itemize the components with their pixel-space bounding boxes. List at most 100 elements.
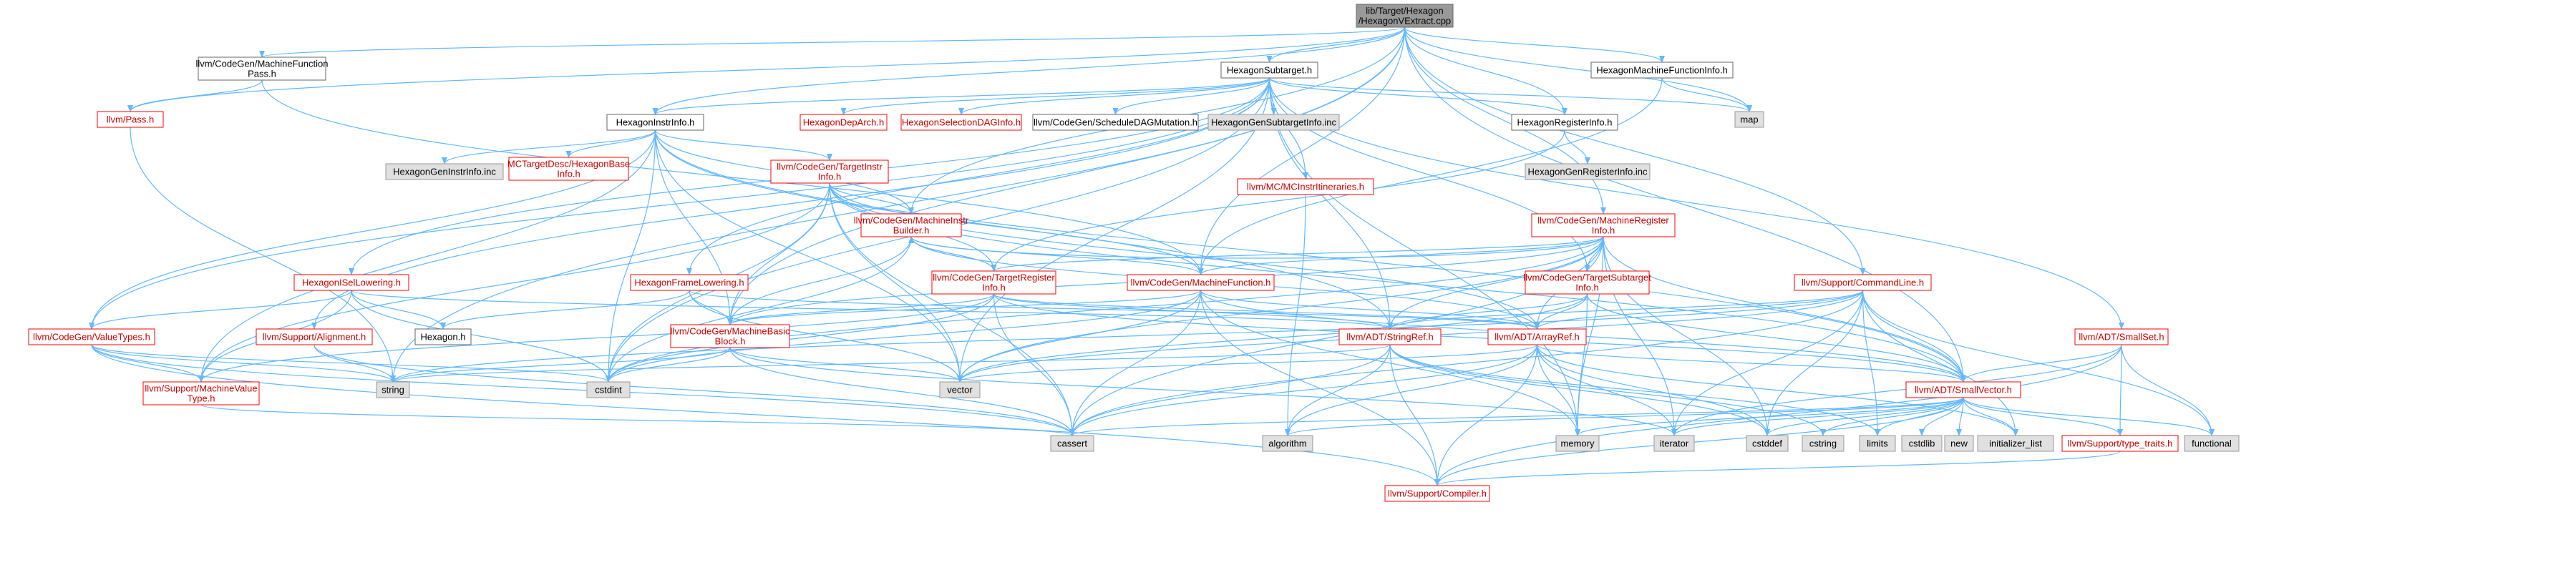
- node-label-mri-1: Info.h: [1592, 225, 1615, 235]
- node-mf[interactable]: llvm/CodeGen/MachineFunction.h: [1127, 274, 1275, 291]
- node-label-functional-0: functional: [2192, 438, 2232, 448]
- node-framelow[interactable]: HexagonFrameLowering.h: [630, 274, 749, 291]
- node-smallset[interactable]: llvm/ADT/SmallSet.h: [2074, 328, 2169, 345]
- node-typetraits[interactable]: llvm/Support/type_traits.h: [2061, 435, 2179, 452]
- node-box-cstring: [1802, 435, 1844, 452]
- edge-reginfo-to-genreg: [1564, 129, 1590, 164]
- node-hexagonh[interactable]: Hexagon.h: [414, 328, 472, 345]
- edge-root-to-instrinfo: [652, 26, 1406, 115]
- edge-smallvector-to-compiler: [1434, 397, 1964, 486]
- edge-cmdline-to-arrayref: [1534, 290, 1864, 330]
- edge-subtarget-to-schedmut: [1112, 77, 1270, 115]
- node-root[interactable]: lib/Target/Hexagon/HexagonVExtract.cpp: [1356, 4, 1454, 28]
- edge-instrinfo-to-geninstr: [442, 129, 656, 164]
- node-box-vector: [939, 381, 981, 398]
- node-label-gensub-0: HexagonGenSubtargetInfo.inc: [1211, 117, 1336, 127]
- edge-mf-to-memory: [1200, 290, 1580, 436]
- node-seldag[interactable]: HexagonSelectionDAGInfo.h: [900, 114, 1022, 131]
- edge-instrinfo-to-tii: [654, 129, 832, 161]
- node-box-new: [1944, 435, 1974, 452]
- node-label-valuetypes-0: llvm/CodeGen/ValueTypes.h: [33, 331, 150, 342]
- node-schedmut[interactable]: llvm/CodeGen/ScheduleDAGMutation.h: [1032, 114, 1199, 131]
- edge-smallvector-to-cstddef: [1764, 397, 1964, 436]
- node-compiler[interactable]: llvm/Support/Compiler.h: [1384, 485, 1490, 502]
- edge-pass-to-string: [130, 127, 396, 383]
- edge-mf-to-arrayref: [1200, 290, 1540, 330]
- node-box-hexagonh: [414, 328, 472, 345]
- node-box-typetraits: [2061, 435, 2179, 452]
- node-cmdline[interactable]: llvm/Support/CommandLine.h: [1794, 274, 1932, 291]
- node-label-cstdint-0: cstdint: [595, 384, 622, 395]
- node-label-subtarget-0: HexagonSubtarget.h: [1227, 64, 1312, 75]
- node-label-alignment-0: llvm/Support/Alignment.h: [263, 331, 366, 342]
- edge-stringref-to-cassert: [1069, 344, 1391, 436]
- node-box-functional: [2184, 435, 2240, 452]
- edge-mib-to-cstdint: [606, 236, 912, 383]
- node-initlist: initializer_list: [1977, 435, 2054, 452]
- node-label-deparch-0: HexagonDepArch.h: [803, 117, 884, 127]
- edge-mvt-to-cassert: [200, 404, 1075, 436]
- node-label-tii-0: llvm/CodeGen/TargetInstr: [777, 161, 883, 172]
- edge-root-to-pass: [127, 26, 1406, 112]
- node-pass[interactable]: llvm/Pass.h: [97, 111, 164, 128]
- node-stringref[interactable]: llvm/ADT/StringRef.h: [1338, 328, 1442, 345]
- node-label-iseloweringg-0: HexagonISelLowering.h: [302, 277, 401, 288]
- node-reginfo[interactable]: HexagonRegisterInfo.h: [1511, 114, 1618, 131]
- node-label-mib-1: Builder.h: [893, 225, 930, 235]
- node-label-vector-0: vector: [947, 384, 973, 395]
- node-label-tii-1: Info.h: [818, 171, 842, 182]
- node-box-iseloweringg: [293, 274, 409, 291]
- node-valuetypes[interactable]: llvm/CodeGen/ValueTypes.h: [28, 328, 155, 345]
- edge-root-to-mf: [1197, 26, 1406, 275]
- node-box-gensub: [1207, 114, 1340, 131]
- node-label-memory-0: memory: [1561, 438, 1595, 448]
- node-mcitin[interactable]: llvm/MC/MCInstrItineraries.h: [1237, 178, 1374, 195]
- node-subtarget[interactable]: HexagonSubtarget.h: [1220, 62, 1318, 79]
- node-instrinfo[interactable]: HexagonInstrInfo.h: [606, 114, 704, 131]
- edge-subtarget-to-reginfo: [1268, 77, 1568, 115]
- node-label-smallvector-0: llvm/ADT/SmallVector.h: [1915, 384, 2012, 395]
- node-label-mcbase-1: Info.h: [557, 168, 580, 179]
- node-box-mfi: [1590, 62, 1734, 79]
- edge-arrayref-to-memory: [1536, 344, 1580, 436]
- node-box-pass: [97, 111, 164, 128]
- node-arrayref[interactable]: llvm/ADT/ArrayRef.h: [1487, 328, 1587, 345]
- edge-valuetypes-to-mvt: [91, 344, 204, 383]
- edge-mri-to-vector: [957, 236, 1604, 383]
- edge-mf-to-compiler: [1200, 290, 1440, 486]
- edge-smallvector-to-new: [1956, 397, 1964, 436]
- edge-tii-to-cassert: [829, 182, 1075, 436]
- edge-framelow-to-arrayref: [689, 290, 1540, 330]
- node-iseloweringg[interactable]: HexagonISelLowering.h: [293, 274, 409, 291]
- node-mfi[interactable]: HexagonMachineFunctionInfo.h: [1590, 62, 1734, 79]
- edge-smallvector-to-typetraits: [1963, 397, 2123, 436]
- node-box-cmdline: [1794, 274, 1932, 291]
- edge-tsi-to-smallvector: [1586, 293, 1966, 383]
- edge-alignment-to-cassert: [314, 344, 1075, 436]
- edge-framelow-to-hexagonh: [440, 290, 690, 330]
- node-box-string: [376, 381, 410, 398]
- edge-arrayref-to-cstddef: [1536, 344, 1770, 436]
- node-smallvector[interactable]: llvm/ADT/SmallVector.h: [1905, 381, 2021, 398]
- node-algorithm: algorithm: [1262, 435, 1313, 452]
- node-label-root-0: lib/Target/Hexagon: [1366, 5, 1443, 16]
- node-alignment[interactable]: llvm/Support/Alignment.h: [256, 328, 373, 345]
- edge-tsi-to-vector: [957, 293, 1588, 383]
- edge-stringref-to-compiler: [1389, 344, 1440, 486]
- node-deparch[interactable]: HexagonDepArch.h: [799, 114, 888, 131]
- node-cstdlib: cstdlib: [1901, 435, 1943, 452]
- node-label-mvt-0: llvm/Support/MachineValue: [145, 383, 257, 393]
- edge-cmdline-to-string: [390, 290, 1864, 383]
- node-box-tsi: [1525, 270, 1650, 295]
- edge-mf-to-cstdint: [606, 290, 1202, 383]
- edge-smallset-to-functional: [2121, 344, 2215, 436]
